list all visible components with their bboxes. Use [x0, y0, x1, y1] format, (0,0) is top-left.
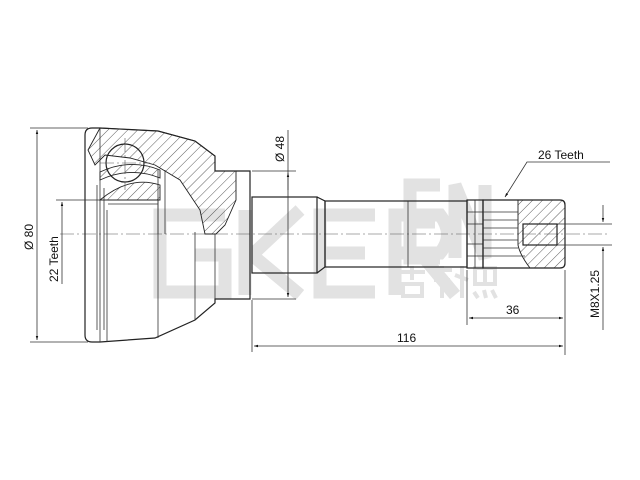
dim-outer-teeth: 26 Teeth [504, 148, 610, 198]
outer-housing [84, 127, 251, 343]
shaft [251, 196, 566, 274]
outer-teeth-label: 26 Teeth [538, 148, 584, 162]
collar-diameter-label: Ø 48 [273, 136, 287, 162]
dim-thread: M8X1.25 [557, 205, 612, 330]
thread-label: M8X1.25 [588, 270, 602, 318]
spline-length-label: 36 [506, 303, 520, 317]
dim-collar-diameter: Ø 48 [252, 130, 296, 300]
outer-diameter-label: Ø 80 [22, 224, 36, 250]
dim-inner-teeth: 22 Teeth [47, 199, 108, 284]
watermark-logo [153, 178, 498, 300]
inner-teeth-label: 22 Teeth [47, 236, 61, 282]
dim-overall-length: 116 [251, 300, 563, 352]
dim-outer-diameter: Ø 80 [22, 127, 88, 343]
dim-spline-length: 36 [466, 270, 566, 355]
overall-length-label: 116 [397, 331, 416, 345]
